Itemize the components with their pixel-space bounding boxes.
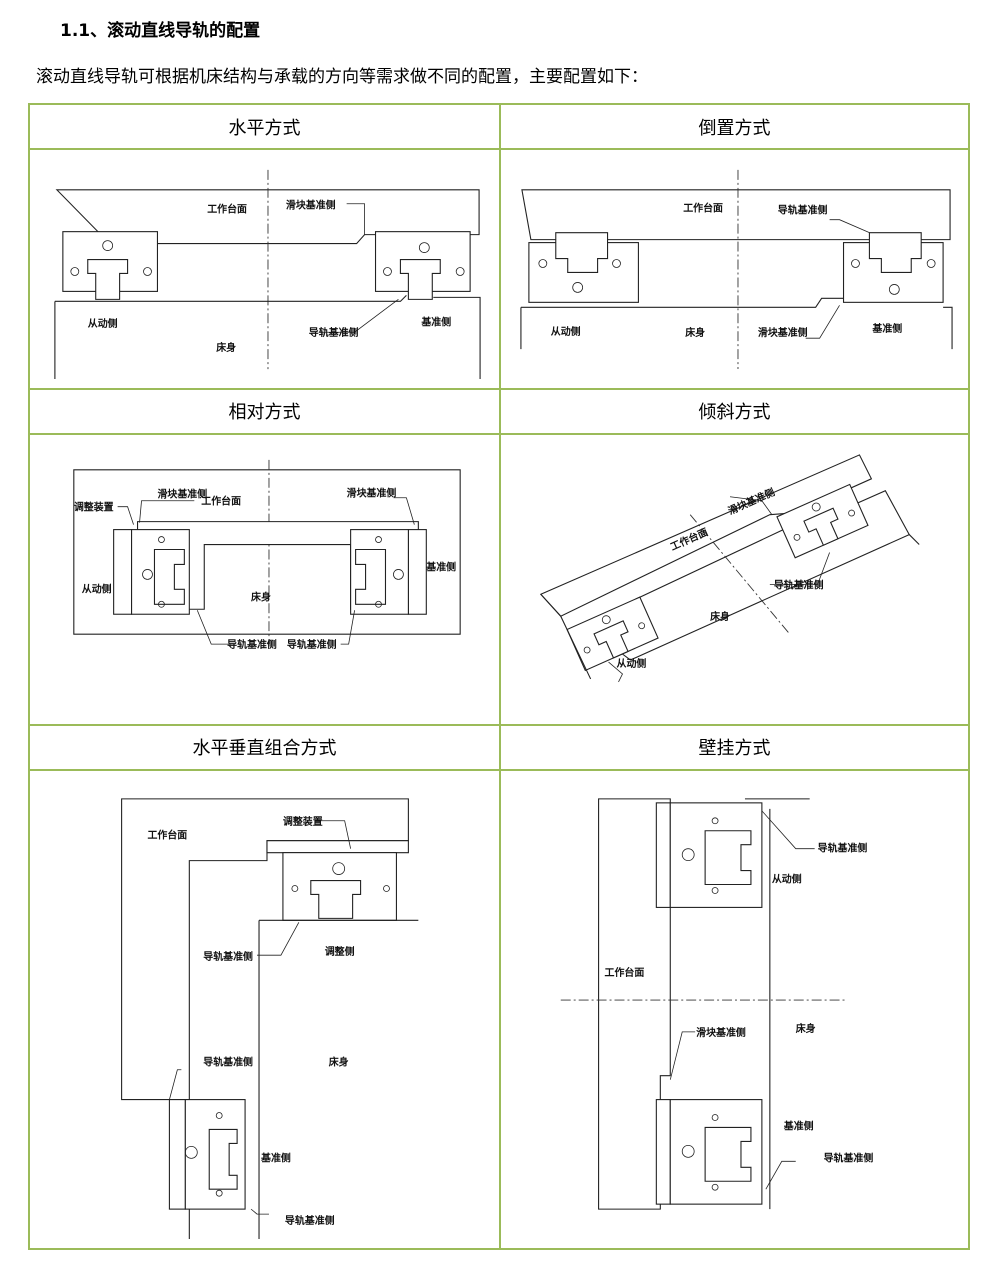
label-bed: 床身 (329, 1056, 349, 1069)
label-adjust-side: 调整侧 (325, 945, 355, 958)
label-rail-ref-top: 导轨基准侧 (818, 841, 868, 854)
label-adjust-top: 调整装置 (283, 815, 323, 828)
figure-horizontal: 工作台面 滑块基准侧 从动侧 导轨基准侧 基准侧 床身 (28, 148, 501, 390)
label-block-ref: 滑块基准侧 (286, 199, 336, 212)
combined-diagram: 工作台面 调整装置 导轨基准侧 调整侧 导轨基准侧 床身 基准侧 导轨基准侧 (121, 798, 419, 1239)
label-block-ref-right: 滑块基准侧 (347, 487, 397, 500)
label-bed: 床身 (685, 326, 705, 339)
wall-diagram: 导轨基准侧 从动侧 工作台面 滑块基准侧 床身 基准侧 导轨基准侧 (560, 798, 874, 1210)
label-block-ref: 滑块基准侧 (696, 1026, 746, 1039)
label-block-ref-left: 滑块基准侧 (157, 488, 207, 501)
figure-opposed: 调整装置 滑块基准侧 工作台面 滑块基准侧 从动侧 基准侧 床身 导轨基准侧 导… (28, 432, 501, 726)
config-title-opposed: 相对方式 (28, 387, 501, 435)
label-driven: 从动侧 (617, 657, 647, 670)
label-ref: 基准侧 (425, 560, 456, 573)
label-bed: 床身 (251, 590, 271, 603)
label-bed: 床身 (710, 610, 730, 623)
label-table: 工作台面 (148, 828, 188, 841)
label-table: 工作台面 (207, 203, 247, 216)
figure-wall: 导轨基准侧 从动侧 工作台面 滑块基准侧 床身 基准侧 导轨基准侧 (499, 768, 970, 1250)
label-ref: 基准侧 (783, 1119, 814, 1132)
section-intro: 滚动直线导轨可根据机床结构与承载的方向等需求做不同的配置，主要配置如下： (36, 67, 648, 87)
label-adjust: 调整装置 (74, 501, 114, 514)
label-rail-ref-bottom: 导轨基准侧 (824, 1151, 874, 1164)
opposed-diagram: 调整装置 滑块基准侧 工作台面 滑块基准侧 从动侧 基准侧 床身 导轨基准侧 导… (73, 459, 461, 651)
label-bed: 床身 (216, 341, 236, 354)
config-title-tilted: 倾斜方式 (499, 387, 970, 435)
label-bed: 床身 (796, 1022, 816, 1035)
tilted-diagram: 滑块基准侧 工作台面 导轨基准侧 床身 从动侧 (539, 454, 920, 683)
label-rail-ref-left: 导轨基准侧 (203, 1056, 253, 1069)
label-ref: 基准侧 (420, 315, 451, 328)
label-driven: 从动侧 (551, 325, 581, 338)
section-heading: 1.1、滚动直线导轨的配置 (60, 21, 261, 41)
label-block-ref: 滑块基准侧 (758, 326, 808, 339)
label-rail-ref-right: 导轨基准侧 (287, 638, 337, 651)
configuration-table: 水平方式 倒置方式 (28, 103, 970, 1250)
label-rail-ref-left: 导轨基准侧 (227, 638, 277, 651)
figure-combined: 工作台面 调整装置 导轨基准侧 调整侧 导轨基准侧 床身 基准侧 导轨基准侧 (28, 768, 501, 1250)
config-title-combined: 水平垂直组合方式 (28, 723, 501, 771)
label-driven: 从动侧 (772, 872, 802, 885)
label-ref: 基准侧 (871, 322, 902, 335)
label-ref: 基准侧 (260, 1151, 291, 1164)
label-rail-ref-mid: 导轨基准侧 (203, 950, 253, 963)
label-table: 工作台面 (201, 495, 241, 508)
label-table: 工作台面 (683, 202, 723, 215)
inverted-diagram: 工作台面 导轨基准侧 从动侧 床身 滑块基准侧 基准侧 (520, 169, 953, 370)
config-title-inverted: 倒置方式 (499, 103, 970, 150)
config-title-wall: 壁挂方式 (499, 723, 970, 771)
label-rail-ref: 导轨基准侧 (774, 578, 824, 591)
label-rail-ref: 导轨基准侧 (309, 326, 359, 339)
label-driven: 从动侧 (82, 582, 112, 595)
label-table: 工作台面 (605, 966, 645, 979)
figure-tilted: 滑块基准侧 工作台面 导轨基准侧 床身 从动侧 (499, 432, 970, 726)
label-rail-ref-top: 导轨基准侧 (778, 204, 828, 217)
figure-inverted: 工作台面 导轨基准侧 从动侧 床身 滑块基准侧 基准侧 (499, 148, 970, 390)
label-rail-ref-bottom: 导轨基准侧 (285, 1214, 335, 1227)
config-title-horizontal: 水平方式 (28, 103, 501, 150)
label-driven: 从动侧 (88, 317, 118, 330)
horizontal-diagram: 工作台面 滑块基准侧 从动侧 导轨基准侧 基准侧 床身 (54, 169, 481, 380)
